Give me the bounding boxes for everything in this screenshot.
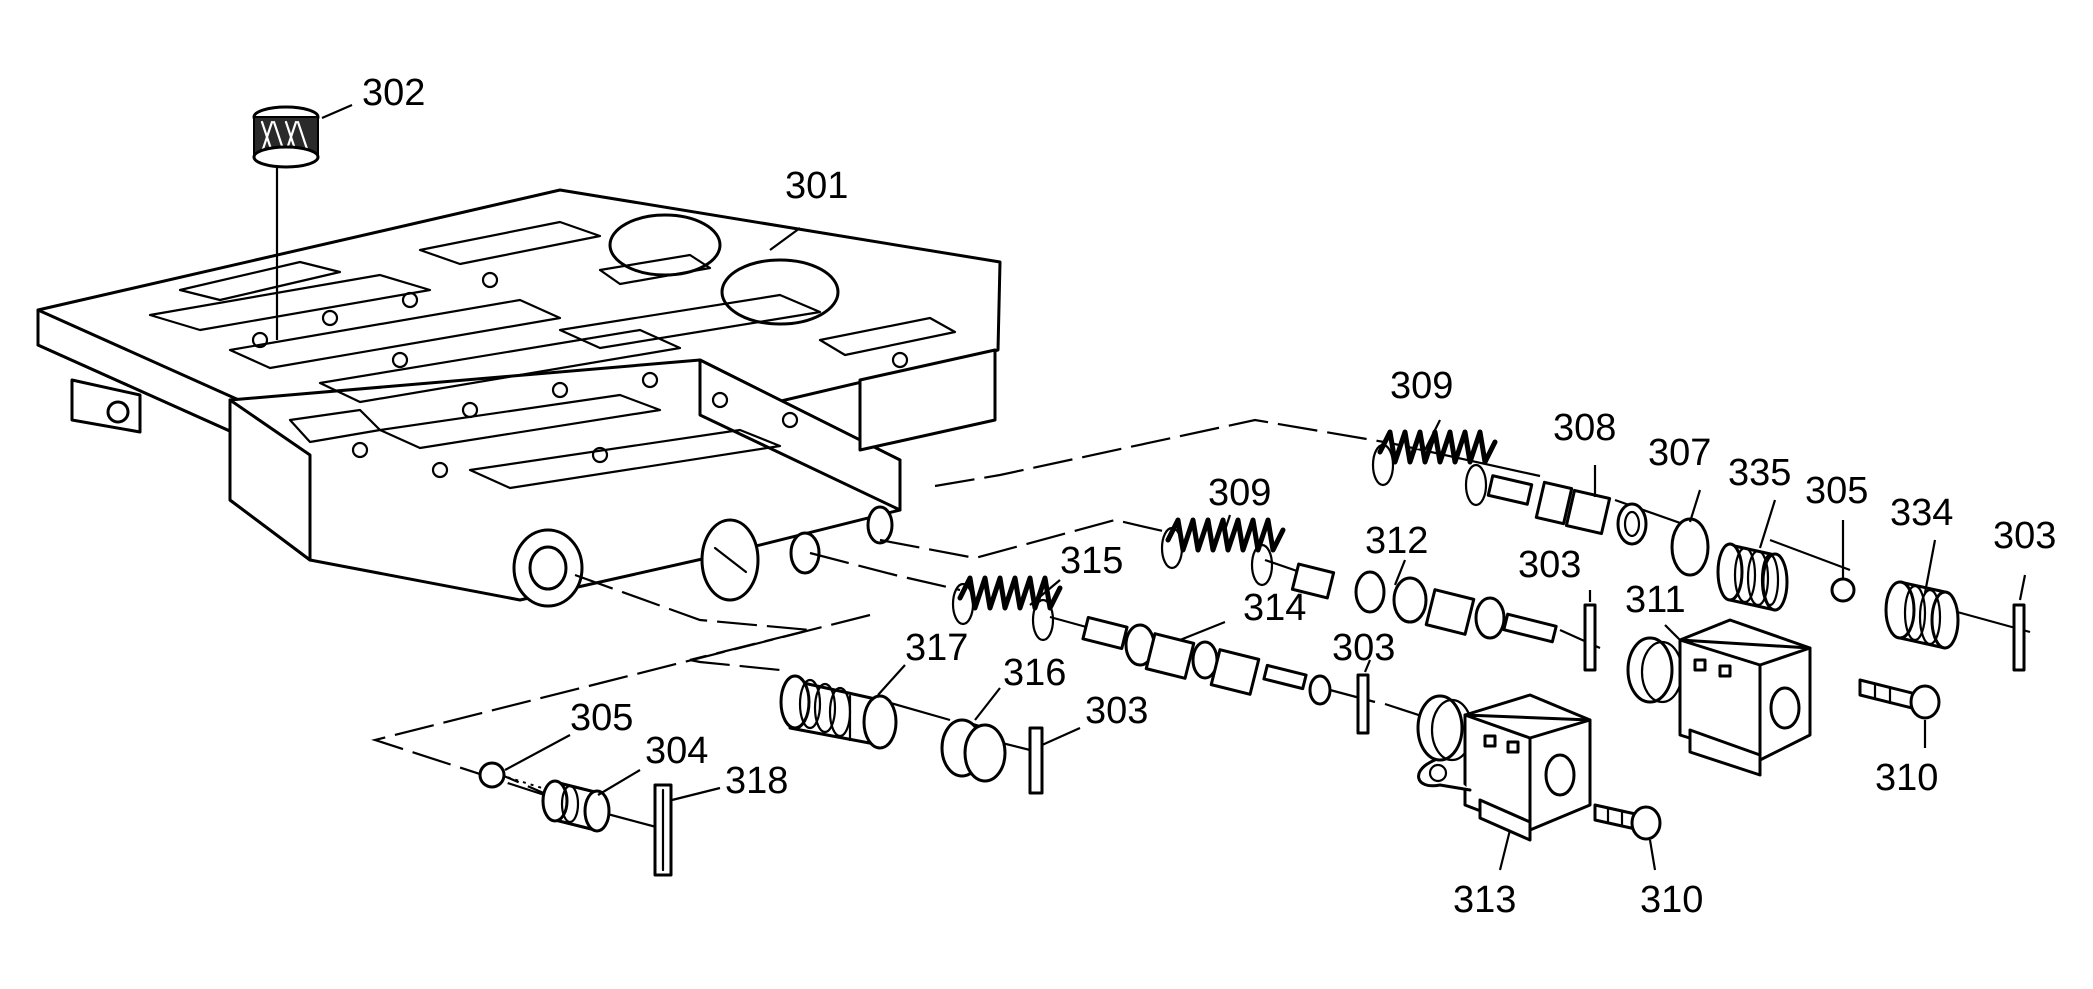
callout-315: 315 (1060, 540, 1123, 582)
spring-309-upper (1371, 429, 1498, 507)
check-ball-305-upper (1830, 577, 1856, 603)
bolt-310-lower (1593, 803, 1662, 841)
callout-303-c: 303 (1332, 627, 1395, 669)
pin-318 (653, 783, 673, 877)
valve-308 (1486, 474, 1648, 546)
valve-body-301 (36, 188, 1002, 608)
solenoid-313 (1416, 693, 1592, 842)
callout-304: 304 (645, 730, 708, 772)
callout-302: 302 (362, 72, 425, 114)
sleeve-317 (779, 674, 898, 750)
leader-lines (504, 227, 2027, 871)
callout-313: 313 (1453, 879, 1516, 921)
callout-314: 314 (1243, 587, 1306, 629)
spring-315 (951, 575, 1063, 642)
filter-screen-302 (252, 103, 353, 340)
callout-307: 307 (1648, 432, 1711, 474)
assembly-axes (371, 418, 2031, 830)
disc-316 (940, 718, 1007, 783)
callout-labels: 302 301 309 308 307 335 305 334 303 309 … (362, 72, 2056, 921)
callout-310-upper: 310 (1875, 757, 1938, 799)
callout-301: 301 (785, 165, 848, 207)
callout-305-lower: 305 (570, 697, 633, 739)
callout-316: 316 (1003, 652, 1066, 694)
callout-311: 311 (1625, 579, 1686, 621)
plug-334 (1884, 580, 1960, 650)
retainer-pin-303-b (1583, 603, 1597, 672)
retainer-pin-303-c (1356, 673, 1370, 735)
retainer-pin-303-a (2012, 603, 2026, 672)
spring-309-middle (1160, 517, 1286, 587)
callout-309-upper: 309 (1390, 365, 1453, 407)
callout-305-upper: 305 (1805, 470, 1868, 512)
solenoid-311 (1626, 618, 1812, 777)
plug-304 (541, 779, 611, 833)
valve-312 (1290, 562, 1558, 644)
bolt-310-upper (1858, 678, 1941, 720)
retainer-pin-303-d (1028, 726, 1044, 795)
callout-303-b: 303 (1518, 544, 1581, 586)
callout-318: 318 (725, 760, 788, 802)
callout-303-a: 303 (1993, 515, 2056, 557)
oring-307 (1670, 517, 1710, 577)
callout-312: 312 (1365, 520, 1428, 562)
check-ball-305-lower (478, 761, 506, 789)
callout-334: 334 (1890, 492, 1953, 534)
callout-310-lower: 310 (1640, 879, 1703, 921)
callout-303-d: 303 (1085, 690, 1148, 732)
callout-317: 317 (905, 627, 968, 669)
valve-314 (1081, 615, 1332, 706)
callout-309-middle: 309 (1208, 472, 1271, 514)
callout-335: 335 (1728, 452, 1791, 494)
plug-335 (1716, 542, 1789, 612)
callout-308: 308 (1553, 407, 1616, 449)
